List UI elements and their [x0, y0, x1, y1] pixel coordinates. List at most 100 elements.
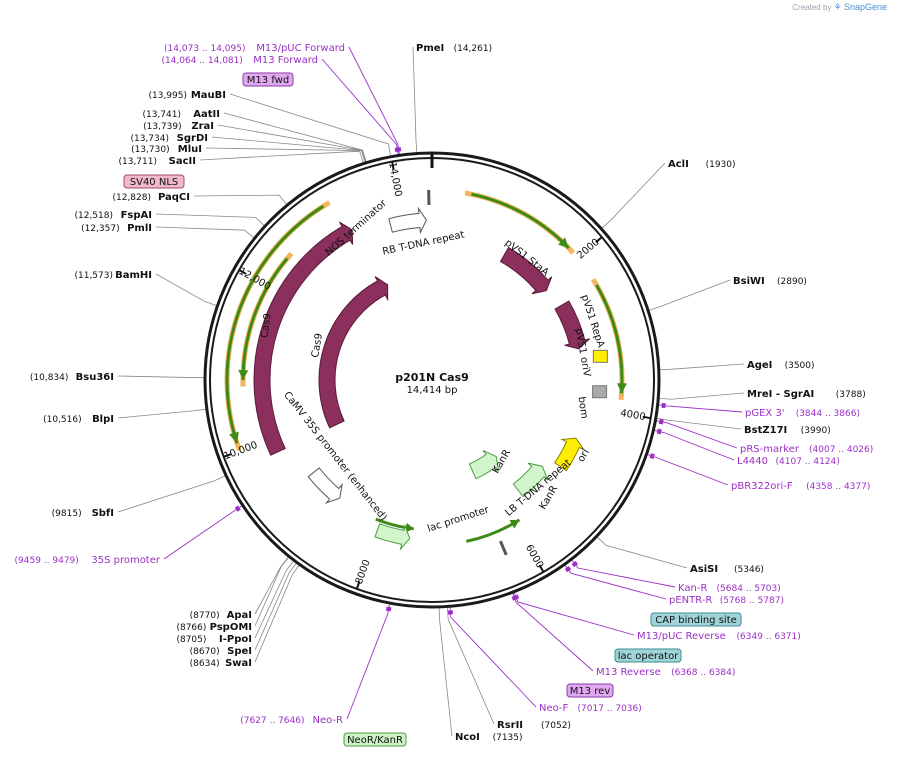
primer-binding-mark: [386, 609, 391, 610]
orf-arc-right-0: [465, 193, 573, 253]
site-leader: [224, 113, 366, 163]
primer-binding-mark: [566, 568, 570, 571]
site-name-pmei: PmeI: [416, 43, 444, 54]
primer-coord: (14,064 .. 14,081): [161, 56, 242, 66]
primer-coord: (3844 .. 3866): [796, 409, 860, 419]
site-coord: (13,739): [143, 122, 182, 132]
site-leader: [597, 536, 687, 568]
site-coord: (2890): [777, 277, 807, 287]
site-name-agei: AgeI: [747, 360, 772, 371]
site-leader: [658, 393, 744, 399]
site-coord: (14,261): [454, 44, 493, 54]
primer-name: L4440: [737, 456, 768, 467]
feature-box-label: lac operator: [618, 651, 679, 662]
site-coord: (12,828): [112, 193, 151, 203]
site-name-blpi: BlpI: [92, 414, 114, 425]
site-coord: (7135): [493, 733, 523, 743]
site-coord: (10,834): [30, 373, 69, 383]
primer-coord: (7017 .. 7036): [578, 704, 642, 714]
primer-leader: [514, 592, 634, 635]
site-leader: [439, 607, 452, 736]
site-leader: [413, 47, 417, 154]
feature-box-label: M13 fwd: [247, 75, 289, 86]
site-leader: [601, 163, 665, 229]
feature-box-label: CAP binding site: [655, 615, 737, 626]
site-coord: (9815): [52, 509, 82, 519]
primer-binding-mark: [395, 149, 400, 150]
site-name-fspai: FspAI: [121, 210, 152, 221]
site-coord: (8766): [176, 623, 206, 633]
site-leader: [118, 409, 207, 418]
site-name-swai: SwaI: [225, 658, 252, 669]
site-leader: [200, 151, 364, 163]
primer-coord: (14,073 .. 14,095): [164, 44, 245, 54]
orf-arrow-right-0: [472, 194, 569, 248]
ruler-tick-label: 14,000: [386, 161, 403, 197]
site-coord: (12,357): [81, 224, 120, 234]
site-coord: (13,734): [130, 134, 169, 144]
site-coord: (13,995): [148, 91, 187, 101]
ruler-tick-label: 4000: [619, 408, 646, 423]
feature-label: lac promoter: [426, 504, 491, 535]
primer-name: M13 Forward: [253, 55, 318, 66]
primer-name: M13 Reverse: [596, 667, 661, 678]
ruler-tick-label: 2000: [575, 237, 602, 262]
site-coord: (8770): [190, 611, 220, 621]
primer-name: Neo-R: [313, 715, 344, 726]
primer-name: M13/pUC Forward: [256, 43, 345, 54]
site-coord: (3990): [801, 426, 831, 436]
primer-binding-mark: [651, 454, 653, 459]
site-name-ncoi: NcoI: [455, 732, 480, 743]
feature-label: pVS1 oriV: [573, 328, 592, 378]
site-leader: [156, 214, 265, 226]
site-name-sgrdi: SgrDI: [177, 133, 208, 144]
site-coord: (13,711): [118, 157, 157, 167]
primer-name: pENTR-R: [669, 595, 712, 606]
site-coord: (8634): [190, 659, 220, 669]
site-coord: (3788): [836, 390, 866, 400]
primer-coord: (4007 .. 4026): [809, 445, 873, 455]
primer-leader: [565, 564, 666, 599]
orf-arrow-left-inner-head: [238, 370, 248, 380]
site-name-bsu36i: Bsu36I: [76, 372, 114, 383]
primer-leader: [653, 430, 734, 460]
primer-binding-mark: [236, 507, 239, 511]
site-coord: (8670): [190, 647, 220, 657]
primer-name: pRS-marker: [740, 444, 800, 455]
site-name-acli: AclI: [668, 159, 689, 170]
site-coord: (10,516): [43, 415, 82, 425]
orf-arrow-right-1-head: [617, 383, 627, 393]
primer-binding-mark: [661, 419, 662, 424]
site-coord: (8705): [176, 635, 206, 645]
site-coord: (12,518): [74, 211, 113, 221]
lb-repeat-mark: [500, 541, 506, 555]
ruler-tick-label: 6000: [523, 543, 545, 571]
site-name-mrei-sgrai: MreI - SgrAI: [747, 389, 814, 400]
site-name-i-ppoi: I-PpoI: [219, 634, 252, 645]
primer-coord: (5768 .. 5787): [720, 596, 784, 606]
primer-leader: [347, 603, 390, 719]
credit-brand: SnapGene: [844, 2, 887, 12]
nos-terminator-arrow: [389, 209, 427, 233]
primer-binding-mark: [659, 429, 660, 434]
feature-label: RB T-DNA repeat: [381, 229, 465, 257]
cas9-inner-arrow: [319, 277, 388, 428]
site-name-zrai: ZraI: [191, 121, 214, 132]
site-leader: [156, 274, 217, 306]
primer-leader: [571, 559, 675, 587]
primer-coord: (5684 .. 5703): [717, 584, 781, 594]
lac-promoter-arrow: [375, 524, 410, 549]
site-leader: [255, 560, 294, 638]
site-leader: [447, 606, 494, 724]
site-leader: [255, 564, 300, 662]
site-name-maubi: MauBI: [191, 90, 226, 101]
primer-name: Kan-R: [678, 583, 707, 594]
site-coord: (13,741): [142, 110, 181, 120]
site-name-spei: SpeI: [227, 646, 252, 657]
primer-name: M13/pUC Reverse: [637, 631, 726, 642]
site-leader: [230, 94, 391, 157]
primer-binding-mark: [573, 563, 577, 566]
snapgene-logo-icon: ⚘: [834, 2, 842, 12]
